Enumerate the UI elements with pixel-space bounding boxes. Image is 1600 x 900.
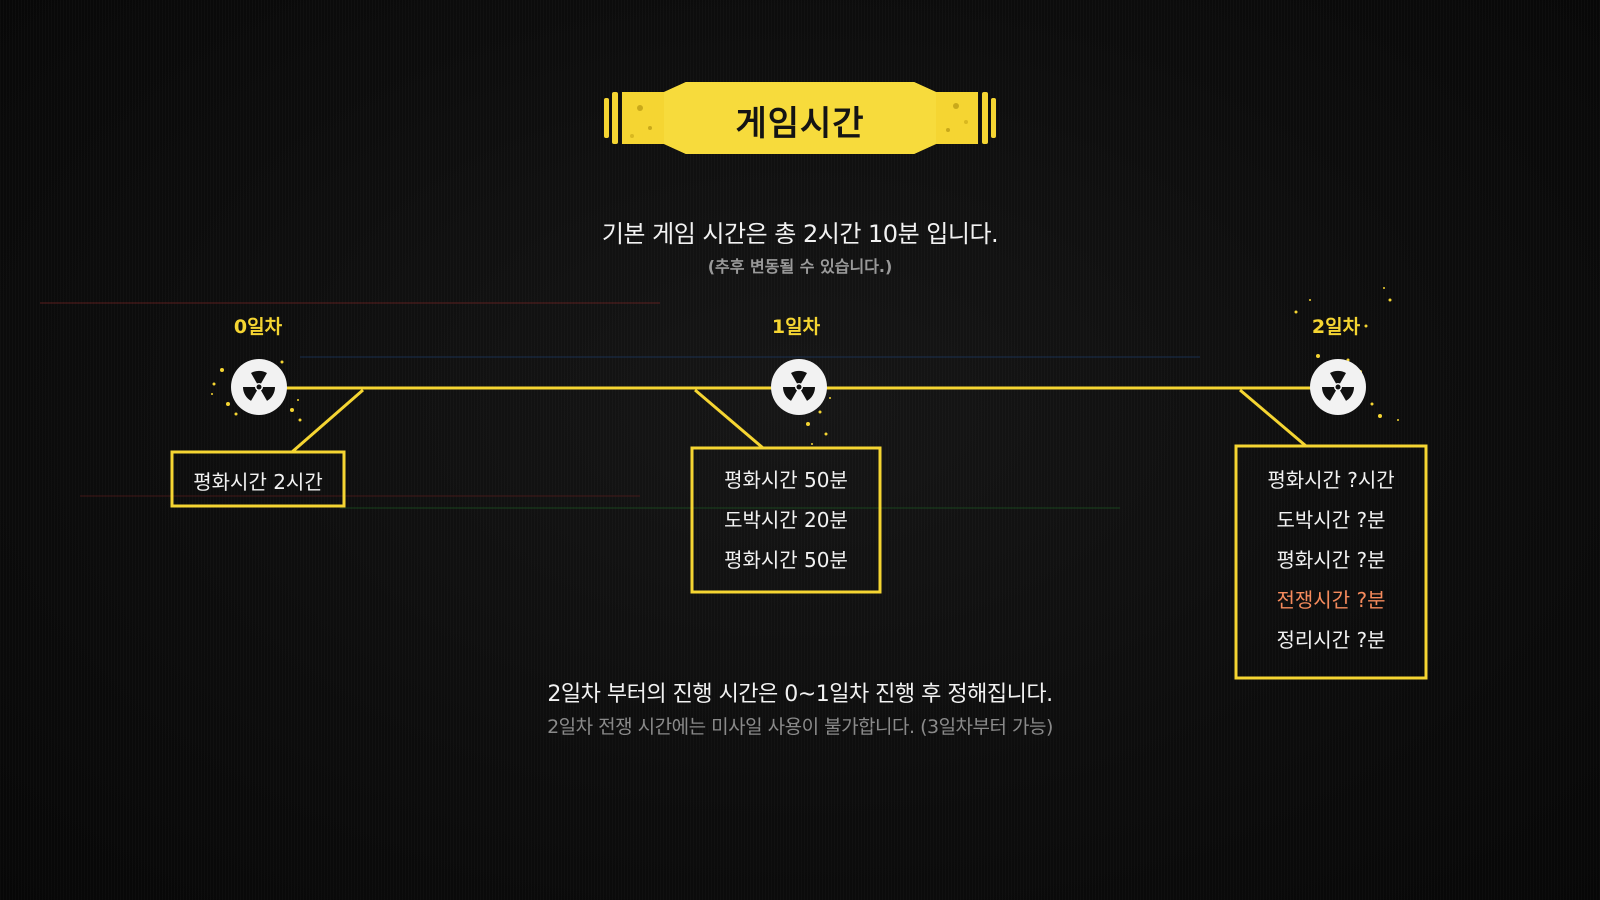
intro-section: 기본 게임 시간은 총 2시간 10분 입니다. (추후 변동될 수 있습니다.… [0, 214, 1600, 277]
glitch-line [80, 495, 640, 497]
footer-section: 2일차 부터의 진행 시간은 0~1일차 진행 후 정해집니다. 2일차 전쟁 … [0, 676, 1600, 739]
schedule-item-war: 전쟁시간 ?분 [1276, 588, 1386, 612]
day2-callout [1234, 388, 1428, 680]
glitch-line [40, 302, 660, 304]
day1-callout [690, 388, 882, 594]
paint-splatter [211, 287, 1399, 445]
day2-schedule-box: 평화시간 ?시간 도박시간 ?분 평화시간 ?분 전쟁시간 ?분 정리시간 ?분 [1236, 446, 1426, 678]
glitch-line [300, 356, 1200, 358]
schedule-item: 평화시간 50분 [724, 468, 848, 492]
day-label-1: 1일차 [771, 316, 821, 338]
schedule-item: 평화시간 2시간 [193, 470, 323, 494]
day-label-2: 2일차 [1311, 316, 1361, 338]
schedule-item: 평화시간 ?분 [1276, 548, 1386, 572]
glitch-line [340, 507, 1120, 509]
intro-sub-text: (추후 변동될 수 있습니다.) [707, 257, 893, 276]
schedule-item: 도박시간 ?분 [1276, 508, 1386, 532]
footer-main-text: 2일차 부터의 진행 시간은 0~1일차 진행 후 정해집니다. [547, 682, 1053, 707]
day0-schedule-box: 평화시간 2시간 [172, 452, 344, 506]
intro-main-text: 기본 게임 시간은 총 2시간 10분 입니다. [601, 220, 999, 248]
day-label-0: 0일차 [233, 316, 283, 338]
radiation-icon [230, 358, 288, 416]
schedule-item: 평화시간 ?시간 [1267, 468, 1395, 492]
schedule-item: 도박시간 20분 [724, 508, 848, 532]
day0-callout [170, 388, 364, 508]
title-banner: 게임시간 [600, 78, 1000, 158]
banner-shape [604, 82, 996, 154]
radiation-icon [1309, 358, 1367, 416]
footer-sub-text: 2일차 전쟁 시간에는 미사일 사용이 불가합니다. (3일차부터 가능) [547, 716, 1053, 738]
day1-schedule-box: 평화시간 50분 도박시간 20분 평화시간 50분 [692, 448, 880, 592]
page-title: 게임시간 [735, 104, 865, 144]
schedule-item: 평화시간 50분 [724, 548, 848, 572]
radiation-icon [770, 358, 828, 416]
schedule-item: 정리시간 ?분 [1276, 628, 1386, 652]
